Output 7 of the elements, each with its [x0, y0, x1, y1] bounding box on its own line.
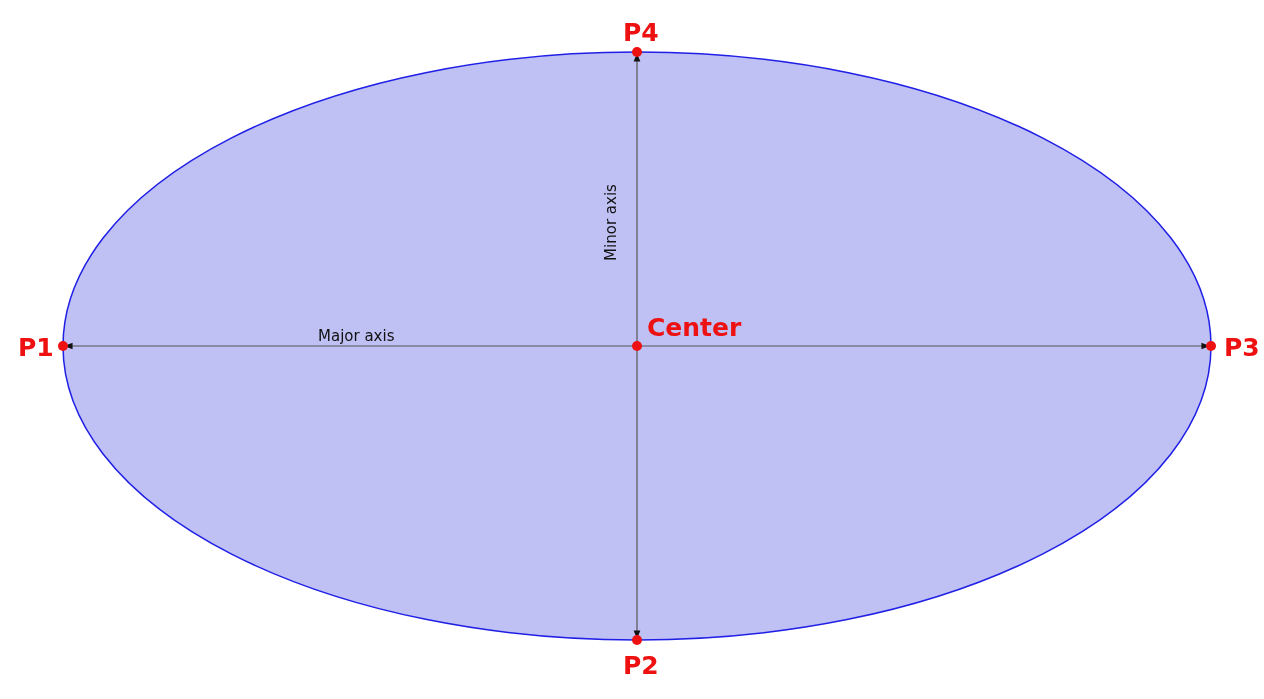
point-label: P4 [623, 20, 659, 45]
axis-label: Minor axis [603, 184, 619, 261]
point-label: Center [647, 315, 742, 340]
point-label: P3 [1224, 335, 1260, 360]
point-label: P2 [623, 653, 659, 678]
point-label: P1 [18, 335, 54, 360]
axis-label: Major axis [318, 329, 395, 344]
